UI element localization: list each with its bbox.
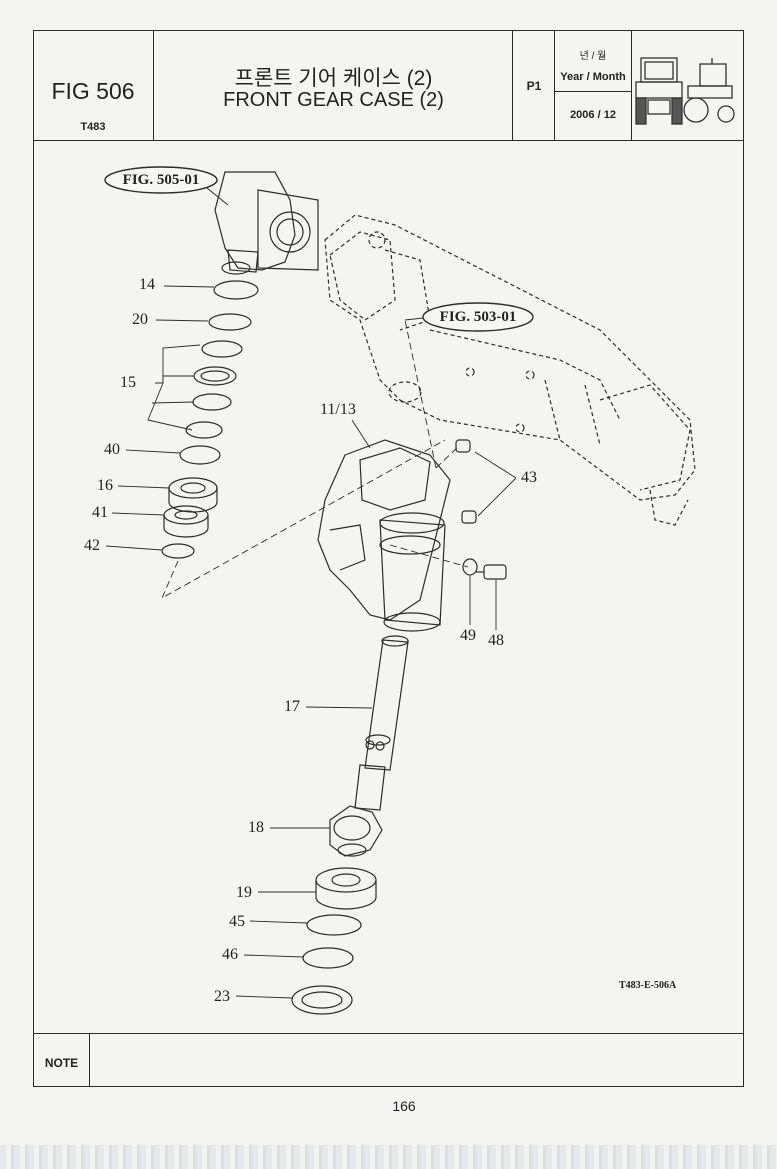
callout-45: 45	[229, 913, 245, 930]
year-month-english: Year / Month	[560, 71, 626, 83]
header-divider	[33, 140, 744, 142]
o-ring-20-drawing	[208, 313, 252, 331]
seal-23-drawing	[291, 985, 353, 1015]
callout-18: 18	[248, 819, 264, 836]
plug-43-drawing	[455, 439, 477, 524]
figure-ref-503-01[interactable]: FIG. 503-01	[439, 309, 517, 325]
page-number: 166	[392, 1098, 416, 1114]
upper-gear-case-drawing	[214, 171, 319, 275]
note-label: NOTE	[44, 1056, 79, 1070]
callout-20: 20	[132, 311, 148, 328]
bearing-41-drawing	[163, 505, 209, 538]
page-frame	[33, 30, 744, 1087]
page-code: P1	[526, 79, 542, 93]
callout-14: 14	[139, 276, 155, 293]
callout-49: 49	[460, 627, 476, 644]
note-divider	[33, 1033, 744, 1035]
title-korean: 프론트 기어 케이스 (2)	[234, 67, 433, 90]
revision-date: 2006 / 12	[570, 109, 616, 121]
callout-43: 43	[521, 469, 537, 486]
callout-42: 42	[84, 537, 100, 554]
bearing-19-drawing	[315, 867, 377, 910]
callout-19: 19	[236, 884, 252, 901]
callout-46: 46	[222, 946, 238, 963]
callout-40: 40	[104, 441, 120, 458]
model-code: T483	[80, 121, 106, 133]
figure-ref-505-01[interactable]: FIG. 505-01	[122, 172, 200, 188]
title-english: FRONT GEAR CASE (2)	[223, 89, 444, 111]
callout-15: 15	[120, 374, 136, 391]
washer-49-drawing	[462, 558, 478, 576]
snap-ring-40-drawing	[179, 445, 221, 465]
ring-42-drawing	[161, 543, 195, 559]
header-col-divider	[153, 30, 155, 140]
header-col-divider	[512, 30, 514, 140]
callout-41: 41	[92, 504, 108, 521]
front-gear-case-drawing	[317, 439, 451, 632]
scan-edge-strip	[0, 1145, 777, 1169]
note-col-divider	[89, 1033, 91, 1087]
shim-15-drawing	[185, 340, 243, 439]
header-col-divider	[554, 30, 556, 140]
callout-11-13: 11/13	[320, 401, 356, 418]
callout-48: 48	[488, 632, 504, 649]
date-divider	[554, 91, 631, 93]
drawing-code: T483-E-506A	[619, 980, 677, 991]
header-col-divider	[631, 30, 633, 140]
callout-17: 17	[284, 698, 300, 715]
snap-ring-14-drawing	[213, 280, 259, 300]
snap-ring-46-drawing	[302, 947, 354, 969]
fig-number: FIG 506	[51, 78, 135, 104]
bevel-gear-18-drawing	[329, 805, 383, 857]
axle-housing-drawing	[324, 214, 696, 526]
shaft-17-drawing	[354, 635, 409, 811]
ring-45-drawing	[306, 914, 362, 936]
callout-23: 23	[214, 988, 230, 1005]
bolt-48-drawing	[476, 564, 507, 580]
callout-16: 16	[97, 477, 113, 494]
year-month-korean: 년 / 월	[579, 51, 607, 62]
